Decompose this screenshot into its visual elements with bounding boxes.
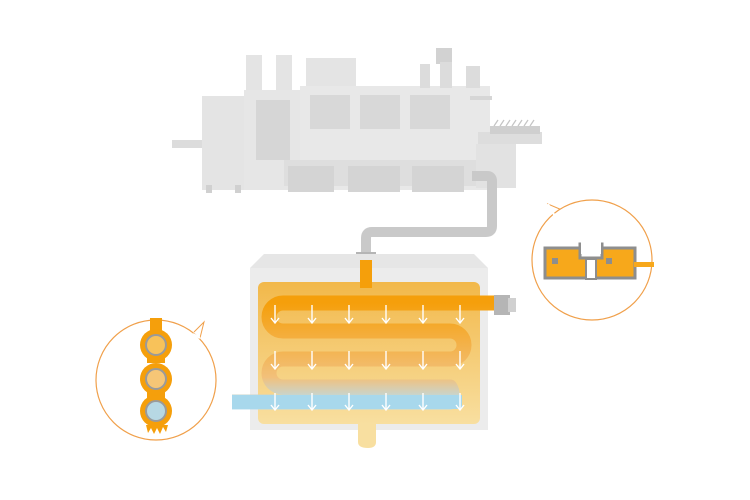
cold-inlet (232, 395, 462, 409)
steam-pipe (361, 171, 497, 258)
serpentine-coil (232, 295, 500, 410)
processing-machine (172, 48, 542, 193)
inlet-neck (360, 260, 372, 288)
coil-outlet-coupling (494, 295, 510, 315)
drain-outlet (358, 424, 376, 448)
coupling-detail-callout (531, 199, 654, 321)
coil-section-detail-callout (95, 318, 217, 441)
down-arrow-icon (270, 351, 465, 371)
coupling-fitting (543, 240, 654, 280)
magnifier-bubble-icon (193, 320, 205, 339)
coil-cross-section (140, 318, 172, 434)
flow-arrows (270, 305, 465, 412)
conveyor-teeth (493, 119, 535, 127)
coil-outlet-cap (508, 298, 516, 312)
down-arrow-icon (270, 305, 465, 325)
down-arrow-icon (270, 393, 465, 412)
